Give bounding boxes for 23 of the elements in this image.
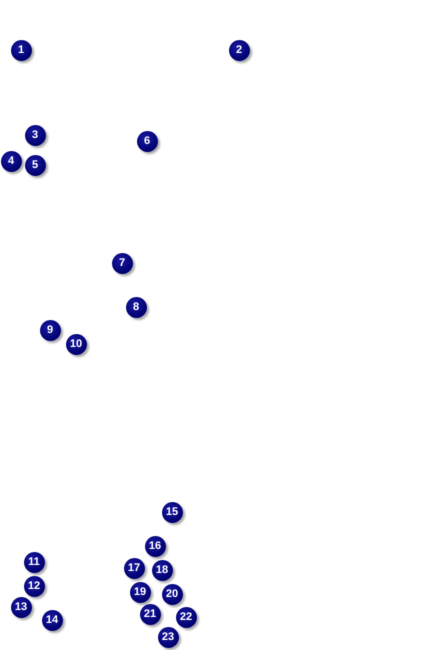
callout-number: 19 <box>130 582 150 602</box>
callout-number: 8 <box>126 296 146 318</box>
callout-number: 9 <box>40 320 60 340</box>
callout-number: 15 <box>162 502 182 522</box>
callout-number: 4 <box>0 150 22 172</box>
callout-number: 21 <box>140 604 160 624</box>
callout-number: 18 <box>152 560 172 580</box>
callout-number: 6 <box>136 130 158 152</box>
callout-number: 23 <box>158 626 178 648</box>
callout-number: 12 <box>24 576 44 596</box>
callout-number: 22 <box>176 606 196 628</box>
callout-number: 14 <box>42 610 62 630</box>
callout-number: 5 <box>24 154 46 176</box>
callout-number: 2 <box>228 40 250 60</box>
callout-number: 13 <box>10 596 32 618</box>
callout-number: 7 <box>112 252 132 274</box>
callout-number: 10 <box>66 334 86 354</box>
callout-number: 16 <box>144 536 166 556</box>
callout-number: 17 <box>124 558 144 578</box>
callout-number: 11 <box>24 552 44 572</box>
callout-number: 1 <box>10 40 32 60</box>
callout-number: 20 <box>162 584 182 604</box>
callout-number: 3 <box>24 124 46 146</box>
